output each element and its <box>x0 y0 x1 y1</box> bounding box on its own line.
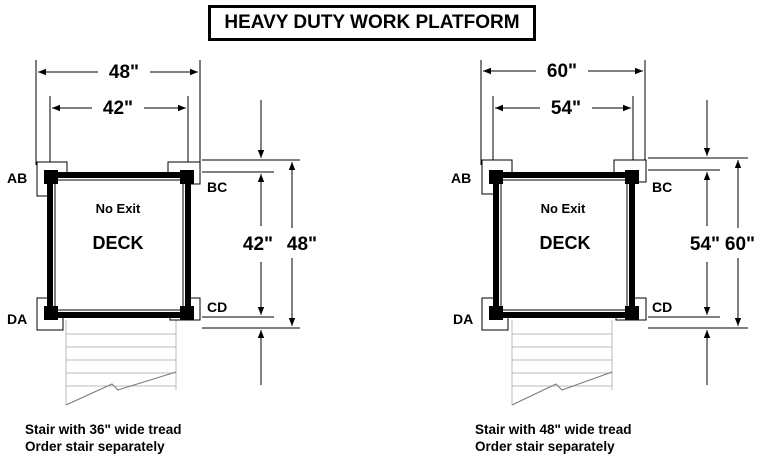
corner-label-cd: CD <box>652 299 672 315</box>
inner-width-label: 54" <box>551 98 581 119</box>
corner-post-da <box>44 306 58 320</box>
stair-drawing <box>511 320 613 406</box>
corner-post-cd <box>625 306 639 320</box>
deck-frame <box>47 172 191 318</box>
inner-width-label: 42" <box>103 98 133 119</box>
corner-label-bc: BC <box>207 179 227 195</box>
stair-drawing <box>65 320 177 406</box>
corner-label-ab: AB <box>451 170 471 186</box>
corner-post-bc <box>180 170 194 184</box>
no-exit-label: No Exit <box>96 201 141 216</box>
corner-label-da: DA <box>453 311 473 327</box>
diagram-title: HEAVY DUTY WORK PLATFORM <box>208 5 536 41</box>
outer-width-label: 60" <box>547 61 577 82</box>
corner-post-ab <box>44 170 58 184</box>
corner-label-bc: BC <box>652 179 672 195</box>
platform-left: 48" 42" AB BC CD <box>7 60 326 454</box>
stair-note-line1: Stair with 36" wide tread <box>25 422 181 437</box>
deck-label: DECK <box>92 233 143 253</box>
deck-label: DECK <box>539 233 590 253</box>
corner-label-cd: CD <box>207 299 227 315</box>
outer-depth-label: 48" <box>287 234 317 255</box>
platform-right: 60" 54" AB BC CD DA No Exit DE <box>451 59 756 454</box>
corner-post-cd <box>180 306 194 320</box>
no-exit-label: No Exit <box>541 201 586 216</box>
outer-width-label: 48" <box>109 62 139 83</box>
corner-post-bc <box>625 170 639 184</box>
inner-depth-label: 54" <box>690 234 720 255</box>
corner-label-da: DA <box>7 311 27 327</box>
stair-note-line1: Stair with 48" wide tread <box>475 422 631 437</box>
corner-post-ab <box>489 170 503 184</box>
corner-post-da <box>489 306 503 320</box>
deck-frame <box>493 172 635 318</box>
outer-depth-label: 60" <box>725 234 755 255</box>
inner-depth-label: 42" <box>243 234 273 255</box>
corner-label-ab: AB <box>7 170 27 186</box>
stair-note-line2: Order stair separately <box>25 439 165 454</box>
stair-note-line2: Order stair separately <box>475 439 615 454</box>
